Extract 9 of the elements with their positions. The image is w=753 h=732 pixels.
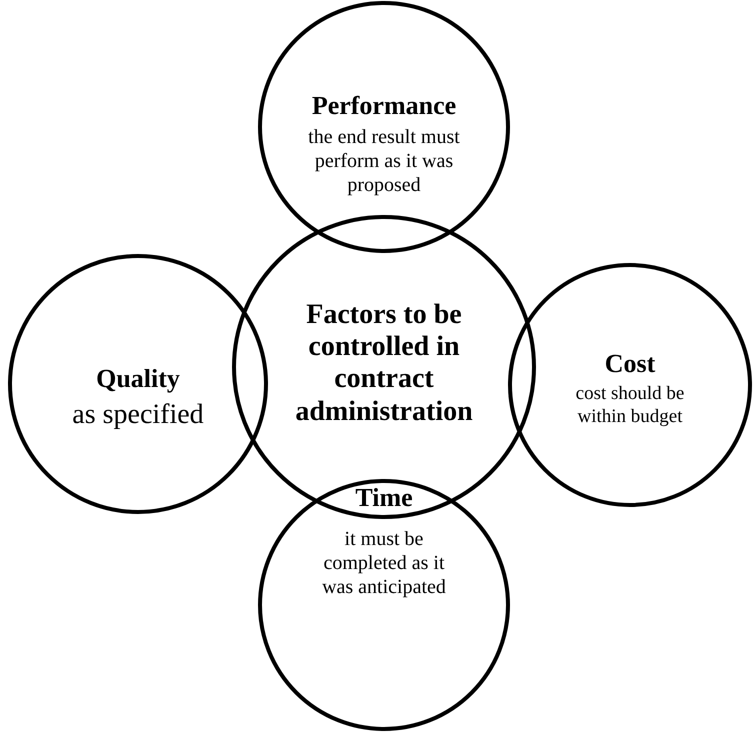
circle-description: as specified — [71, 398, 205, 432]
circle-heading: Performance — [310, 91, 458, 121]
center-heading: Factors to be controlled in contract administration — [294, 299, 474, 428]
circle-description: it must be completed as it was anticipated — [321, 526, 447, 599]
circle-heading: Cost — [604, 349, 656, 379]
circle-heading: Time — [354, 483, 414, 513]
circle-description: cost should be within budget — [574, 382, 686, 428]
circle-heading: Quality — [95, 364, 181, 394]
circle-description: the end result must perform as it was proposed — [307, 124, 461, 197]
